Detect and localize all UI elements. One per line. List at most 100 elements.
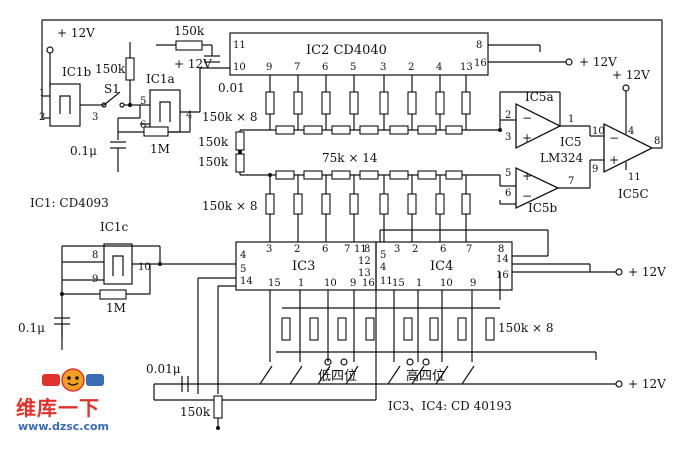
preset-switches — [259, 365, 475, 385]
svg-text:13: 13 — [358, 268, 371, 279]
r75kx14-label: 75k × 14 — [322, 151, 378, 165]
svg-text:7: 7 — [466, 244, 472, 255]
svg-text:9: 9 — [470, 278, 476, 289]
v12-bottom-label: + 12V — [628, 377, 666, 391]
ic5-label: IC5 — [560, 135, 582, 149]
svg-text:15: 15 — [268, 278, 281, 289]
svg-text:9: 9 — [350, 278, 356, 289]
ic1-type-label: IC1: CD4093 — [30, 196, 109, 210]
ic1a-pin4: 4 — [186, 110, 192, 121]
ic5a-minus: − — [522, 111, 532, 125]
svg-text:4: 4 — [240, 250, 246, 261]
svg-text:12: 12 — [358, 256, 371, 267]
ic2-label: IC2 CD4040 — [306, 43, 387, 58]
svg-text:10: 10 — [324, 278, 337, 289]
ic4-chip — [375, 241, 513, 291]
schmitt-symbol-a — [159, 101, 171, 122]
r150kx8-top-label: 150k × 8 — [202, 110, 258, 124]
ic5c-pin11: 11 — [628, 172, 641, 183]
resistor-150k-b — [235, 153, 245, 173]
ic2-pin3: 3 — [380, 62, 386, 73]
ic5a-pin3: 3 — [505, 132, 511, 143]
ic5b-label: IC5b — [528, 201, 558, 215]
ic5a-pin2: 2 — [505, 110, 511, 121]
svg-text:8: 8 — [498, 244, 504, 255]
ic2-pin2: 2 — [408, 62, 414, 73]
r1m-left-label: 1M — [150, 142, 170, 156]
ic5b-opamp — [515, 166, 560, 210]
ic5c-plus: + — [609, 153, 619, 167]
resistor-150k-bot — [213, 395, 223, 419]
c01u-left-label: 0.1μ — [70, 144, 97, 158]
svg-text:7: 7 — [344, 244, 350, 255]
schmitt-symbol-c — [112, 255, 124, 276]
svg-text:14: 14 — [240, 276, 253, 287]
r150k-a-label: 150k — [198, 135, 229, 149]
svg-text:1: 1 — [416, 278, 422, 289]
resistor-150k-top — [175, 40, 203, 51]
ic1b-label: IC1b — [62, 65, 92, 79]
svg-text:5: 5 — [240, 264, 246, 275]
high4-label: 高四位 — [406, 368, 445, 384]
svg-text:6: 6 — [322, 244, 328, 255]
v12-ic2-label: + 12V — [579, 55, 617, 69]
ic5a-label: IC5a — [525, 90, 554, 104]
ic5b-minus: − — [522, 189, 532, 203]
ic1a-gate — [149, 89, 181, 133]
ic1c-label: IC1c — [100, 220, 129, 234]
c001-top-label: 0.01 — [218, 81, 245, 95]
svg-text:3: 3 — [394, 244, 400, 255]
svg-text:3: 3 — [266, 244, 272, 255]
svg-text:4: 4 — [380, 262, 386, 273]
svg-text:11: 11 — [354, 244, 367, 255]
ic4-label: IC4 — [430, 259, 453, 274]
ic2-output-pins: 9 7 6 5 3 2 4 13 — [266, 62, 473, 73]
ic4-pins: 3 2 6 7 5 4 11 8 14 16 15 1 10 9 — [380, 244, 509, 289]
ic2-pin11: 11 — [233, 40, 246, 51]
svg-text:6: 6 — [440, 244, 446, 255]
ic2-pin9: 9 — [266, 62, 272, 73]
ic34-type-label: IC3、IC4: CD 40193 — [388, 399, 512, 413]
r1m-c-label: 1M — [106, 301, 126, 315]
ic2-chip — [229, 32, 489, 76]
ic2-bit-resistors — [265, 75, 471, 130]
c001-bot-label: 0.01μ — [146, 362, 181, 376]
dzsc-logo-icon — [42, 368, 104, 392]
s1-label: S1 — [104, 82, 120, 96]
svg-text:14: 14 — [496, 254, 509, 265]
schmitt-symbol-b — [59, 95, 71, 114]
svg-text:5: 5 — [380, 250, 386, 261]
v12-mid-label: + 12V — [174, 57, 212, 71]
ic2-pin8: 8 — [476, 40, 482, 51]
ic2-pin6: 6 — [322, 62, 328, 73]
dzsc-url: www.dzsc.com — [18, 420, 110, 433]
ladder-series-row1 — [275, 125, 463, 135]
ic34-bit-resistors — [265, 175, 471, 242]
svg-text:16: 16 — [362, 278, 375, 289]
ic5c-minus: − — [609, 131, 619, 145]
dzsc-watermark: 维库一下 www.dzsc.com — [4, 366, 154, 446]
svg-text:10: 10 — [440, 278, 453, 289]
dzsc-brand-name: 维库一下 — [16, 396, 100, 420]
ic2-pin10: 10 — [233, 62, 246, 73]
ic5c-pin9: 9 — [592, 164, 598, 175]
ic1b-gate — [49, 83, 81, 127]
ic1a-pin6: 6 — [140, 120, 146, 131]
svg-text:15: 15 — [392, 278, 405, 289]
ic5b-pin6: 6 — [505, 188, 511, 199]
ic3-label: IC3 — [292, 259, 315, 274]
ic5c-opamp — [603, 122, 654, 174]
ic1c-pin8: 8 — [92, 250, 98, 261]
ic1b-pin3: 3 — [92, 112, 98, 123]
r150kx8-mid-label: 150k × 8 — [202, 199, 258, 213]
ic2-pin16: 16 — [474, 58, 487, 69]
r150k-left-label: 150k — [95, 62, 126, 76]
resistor-1m-left — [143, 126, 169, 137]
lm324-label: LM324 — [540, 151, 584, 165]
ic5c-pin10: 10 — [592, 126, 605, 137]
v12-ic5-label: + 12V — [612, 68, 650, 82]
svg-text:2: 2 — [294, 244, 300, 255]
ic1a-pin5: 5 — [140, 96, 146, 107]
